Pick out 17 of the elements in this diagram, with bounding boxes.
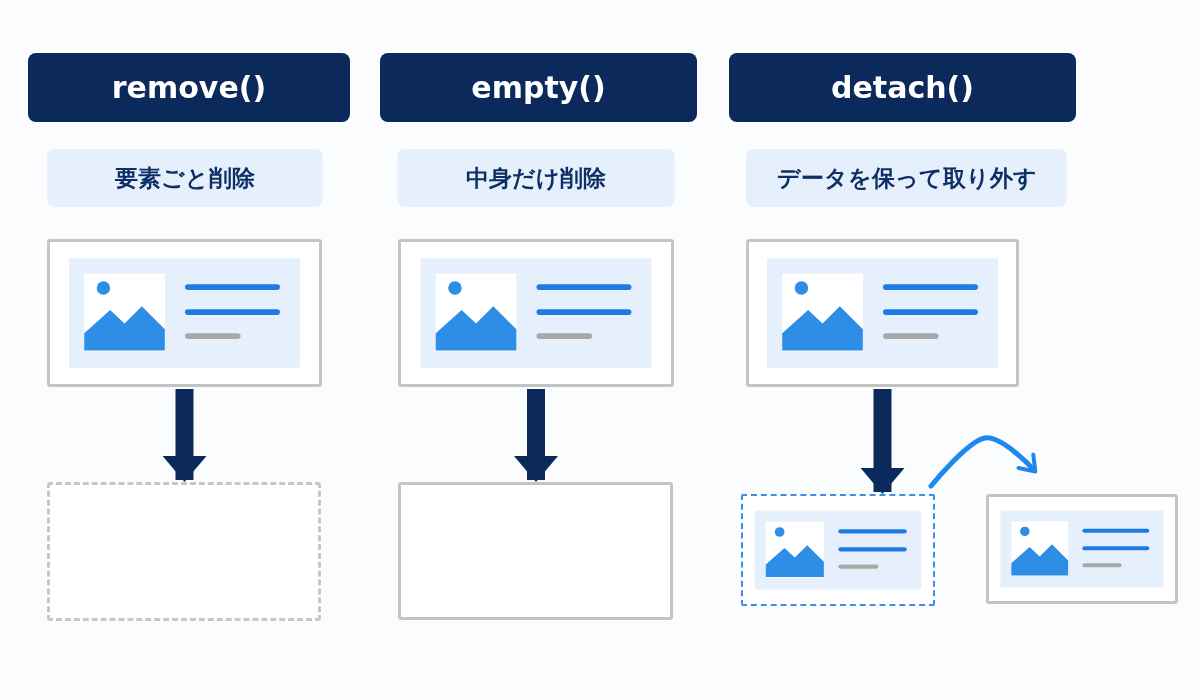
- arrow: [860, 389, 905, 494]
- dashed-placeholder-frame: [741, 494, 935, 606]
- description-pill: 中身だけ削除: [397, 149, 675, 207]
- arrow: [514, 389, 558, 482]
- arrow: [162, 389, 207, 482]
- element-frame: [398, 482, 673, 620]
- arrow: [928, 435, 1038, 489]
- method-header: detach(): [729, 53, 1076, 122]
- element-frame: [986, 494, 1178, 604]
- method-header: remove(): [28, 53, 350, 122]
- element-frame: [47, 239, 322, 387]
- description-pill: 要素ごと削除: [47, 149, 323, 207]
- description-pill: データを保って取り外す: [746, 149, 1067, 207]
- method-header: empty(): [380, 53, 697, 122]
- dashed-placeholder-frame: [47, 482, 321, 621]
- element-frame: [746, 239, 1019, 387]
- element-frame: [398, 239, 674, 387]
